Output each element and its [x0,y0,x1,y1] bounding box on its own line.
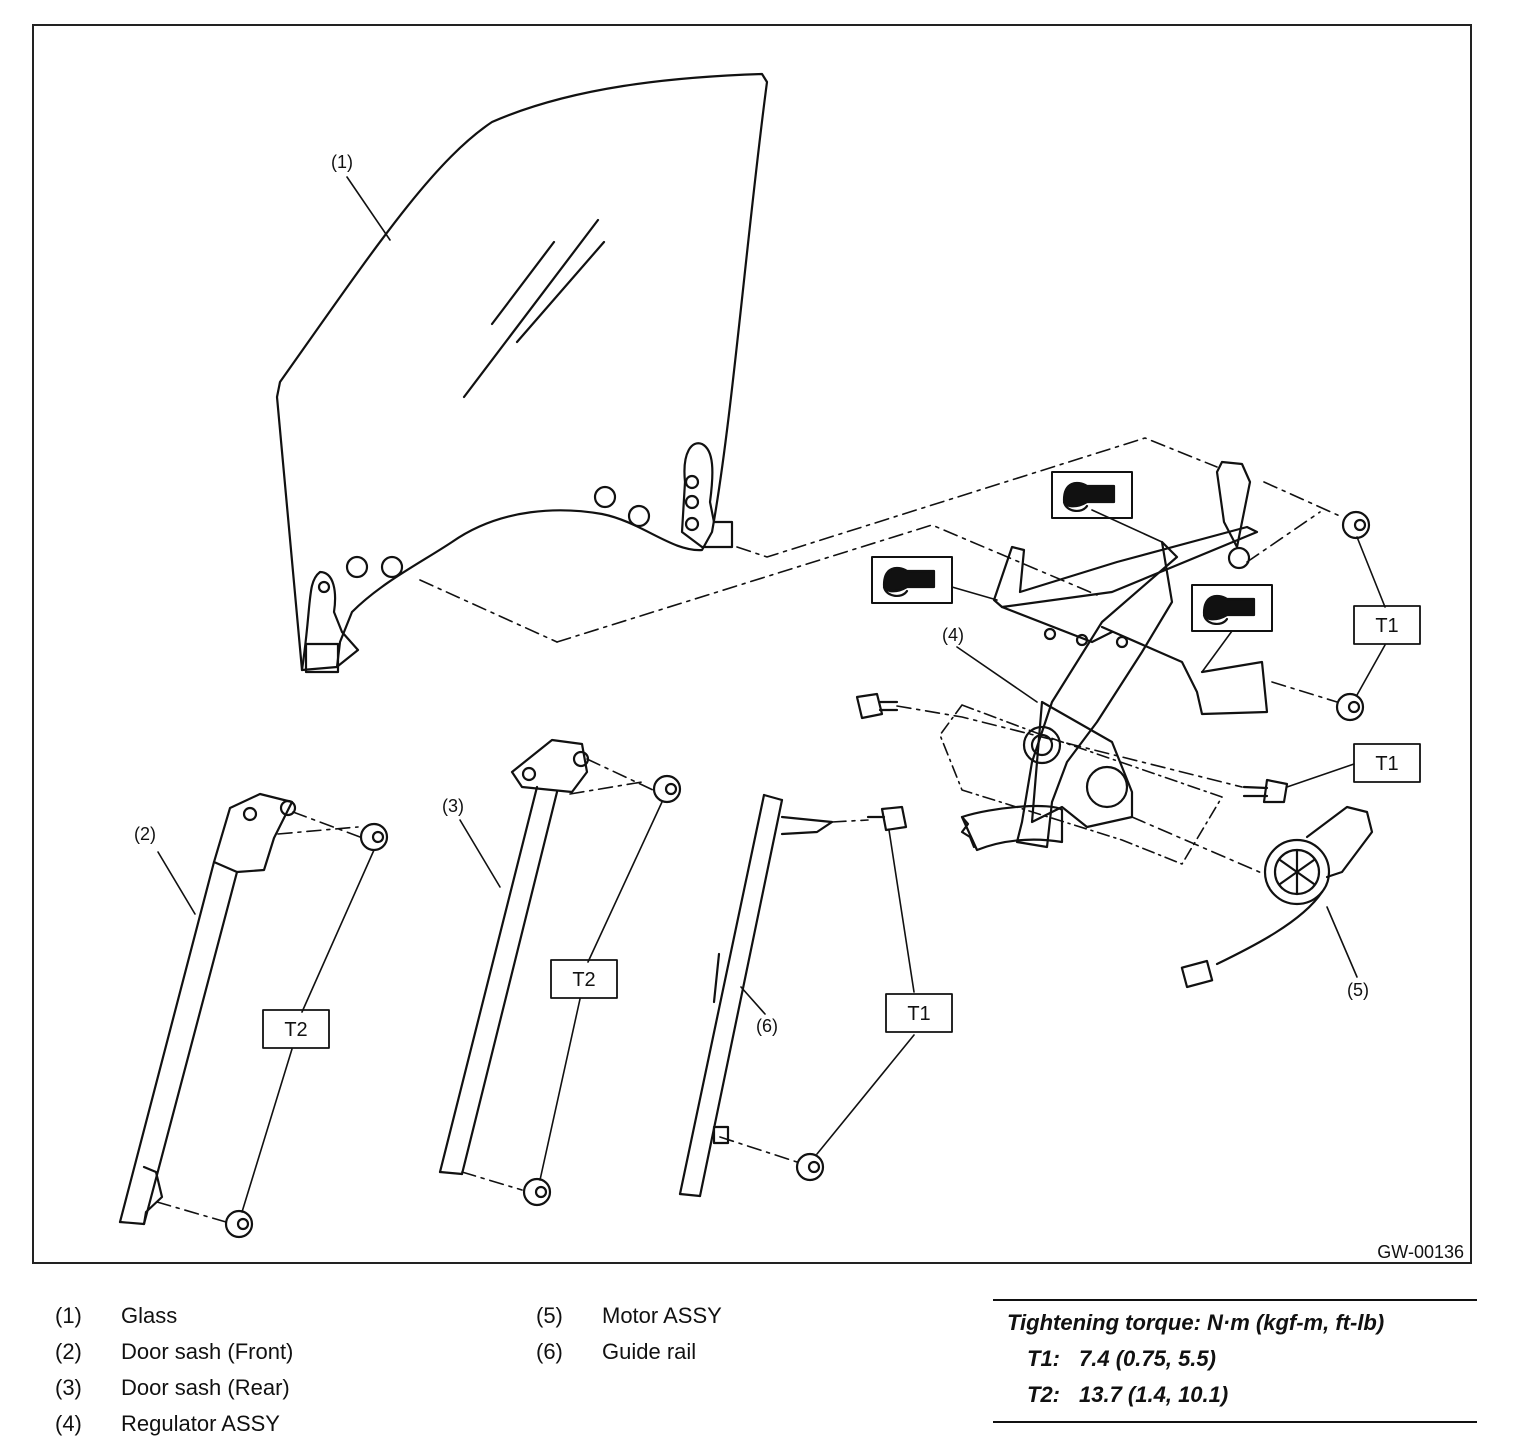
tag-t2-front: T2 [284,1019,307,1041]
alignment-lines [156,437,1343,1223]
door-sash-front-part [118,792,297,1226]
legend-label: Glass [121,1303,178,1328]
legend-item: (3) Door sash (Rear) [55,1370,293,1406]
callout-door-sash-rear: (3) [442,796,464,816]
legend-item: (5) Motor ASSY [536,1298,722,1334]
torque-value: 7.4 (0.75, 5.5) [1079,1346,1216,1371]
glass-part [275,72,769,674]
legend-item: (1) Glass [55,1298,293,1334]
grease-symbols [871,471,1273,632]
callout-motor: (5) [1347,980,1369,1000]
leader-lines [157,176,1386,1213]
legend-number: (5) [536,1303,563,1328]
legend-label: Door sash (Rear) [121,1375,290,1400]
torque-row: T1: 7.4 (0.75, 5.5) [993,1341,1477,1377]
legend-item: (6) Guide rail [536,1334,722,1370]
torque-title: Tightening torque: N·m (kgf-m, ft-lb) [1007,1310,1385,1335]
guide-rail-part [678,793,834,1198]
callout-door-sash-front: (2) [134,824,156,844]
legend-left: (1) Glass (2) Door sash (Front) (3) Door sa… [55,1298,293,1442]
legend-number: (2) [55,1339,82,1364]
legend-label: Guide rail [602,1339,697,1364]
tag-t1-guide-rail: T1 [907,1003,930,1025]
bolts-group [855,692,1289,832]
tag-t1-bolt: T1 [1375,753,1398,775]
callout-glass: (1) [331,152,353,172]
regulator-motor-outline [939,704,1223,865]
legend-number: (1) [55,1303,82,1328]
torque-row: T2: 13.7 (1.4, 10.1) [993,1377,1477,1413]
legend-number: (6) [536,1339,563,1364]
legend-number: (3) [55,1375,82,1400]
legend-item: (2) Door sash (Front) [55,1334,293,1370]
diagram-frame: (1) (2) (3) (4) (5) (6) T1 T1 T1 T2 T2 G… [32,24,1472,1264]
motor-part [1180,805,1374,989]
tag-t1-upper: T1 [1375,615,1398,637]
nuts-group [224,510,1371,1239]
exploded-view-diagram: (1) (2) (3) (4) (5) (6) T1 T1 T1 T2 T2 G… [118,72,1464,1262]
tag-t2-rear: T2 [572,969,595,991]
torque-table: Tightening torque: N·m (kgf-m, ft-lb) T1… [993,1299,1477,1423]
legend-item: (4) Regulator ASSY [55,1406,293,1442]
torque-key: T1: [1027,1346,1060,1371]
figure-id: GW-00136 [1377,1242,1464,1262]
legend-label: Door sash (Front) [121,1339,294,1364]
legend-label: Motor ASSY [602,1303,722,1328]
callout-regulator: (4) [942,625,964,645]
callout-guide-rail: (6) [756,1016,778,1036]
torque-key: T2: [1027,1382,1060,1407]
torque-value: 13.7 (1.4, 10.1) [1079,1382,1229,1407]
torque-tag-boxes [262,605,1421,1049]
legend-number: (4) [55,1411,82,1436]
legend-right: (5) Motor ASSY (6) Guide rail [536,1298,722,1370]
legend-label: Regulator ASSY [121,1411,280,1436]
door-sash-rear-part [438,738,590,1176]
